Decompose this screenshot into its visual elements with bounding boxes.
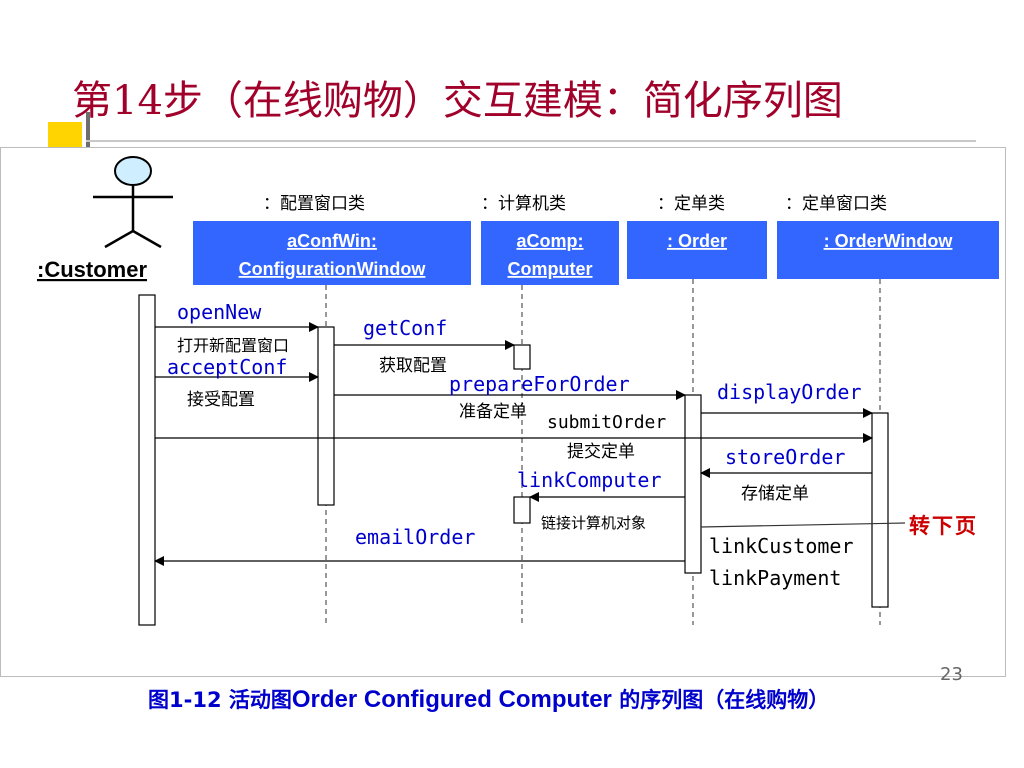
label-getconf: getConf — [363, 316, 447, 340]
object-computer: aComp: Computer — [481, 221, 619, 285]
activation-computer-2 — [513, 496, 531, 524]
caption-prefix: 图1-12 活动图 — [148, 688, 292, 712]
sequence-diagram: :Customer ：配置窗口类 ：计算机类 ：定单类 ：定单窗口类 aConf… — [37, 156, 999, 626]
customer-label: :Customer — [37, 257, 147, 282]
activation-order — [684, 394, 702, 574]
svg-text:Computer: Computer — [508, 259, 593, 279]
label-displayorder: displayOrder — [717, 380, 862, 404]
object-order: : Order — [627, 221, 767, 279]
label-linkpayment: linkPayment — [709, 566, 841, 590]
label-acceptconf: acceptConf — [167, 355, 287, 379]
label-linkcomputer: linkComputer — [517, 468, 662, 492]
svg-text:ConfigurationWindow: ConfigurationWindow — [239, 259, 427, 279]
label-submitorder-cn: 提交定单 — [567, 442, 635, 462]
label-opennew-cn: 打开新配置窗口 — [177, 336, 289, 355]
label-preparefororder: prepareForOrder — [449, 372, 630, 396]
title-underline — [86, 140, 976, 142]
label-storeorder: storeOrder — [725, 445, 845, 469]
stereotype-order: ：定单类 — [657, 194, 725, 214]
activation-order-window — [871, 412, 889, 608]
activation-customer — [138, 294, 156, 626]
label-storeorder-cn: 存储定单 — [741, 484, 809, 504]
label-linkcustomer: linkCustomer — [709, 534, 854, 558]
object-order-window: : OrderWindow — [777, 221, 999, 279]
stereotype-computer: ：计算机类 — [481, 194, 566, 214]
caption-suffix: 的序列图（在线购物） — [611, 688, 830, 712]
label-acceptconf-cn: 接受配置 — [187, 390, 255, 410]
message-arrows — [154, 322, 906, 566]
figure-caption: 图1-12 活动图Order Configured Computer 的序列图（… — [148, 684, 829, 714]
label-submitorder: submitOrder — [547, 412, 666, 433]
object-config-window: aConfWin: ConfigurationWindow — [193, 221, 471, 285]
continue-note: 转下页 — [909, 513, 978, 538]
label-opennew: openNew — [177, 300, 262, 324]
label-preparefororder-cn: 准备定单 — [459, 402, 527, 422]
label-getconf-cn: 获取配置 — [379, 356, 447, 376]
label-linkcomputer-cn: 链接计算机对象 — [541, 514, 646, 532]
diagram-panel: :Customer ：配置窗口类 ：计算机类 ：定单类 ：定单窗口类 aConf… — [0, 147, 1006, 677]
caption-middle: Order Configured Computer — [291, 686, 612, 713]
svg-text:aConfWin:: aConfWin: — [287, 231, 377, 251]
svg-text:aComp:: aComp: — [517, 231, 584, 251]
stereotype-order-window: ：定单窗口类 — [785, 194, 887, 214]
continue-line — [700, 522, 906, 528]
label-emailorder: emailOrder — [355, 525, 475, 549]
page-title: 第14步（在线购物）交互建模：简化序列图 — [72, 78, 843, 124]
activation-bars — [138, 294, 889, 626]
activation-config-window — [317, 326, 335, 506]
svg-text:: Order: : Order — [667, 231, 727, 251]
decoration-bar — [86, 112, 90, 158]
activation-computer-1 — [513, 344, 531, 370]
customer-actor-icon — [93, 156, 173, 249]
stereotype-config-window: ：配置窗口类 — [263, 194, 365, 214]
page-number: 23 — [940, 664, 963, 685]
svg-text:: OrderWindow: : OrderWindow — [824, 231, 954, 251]
